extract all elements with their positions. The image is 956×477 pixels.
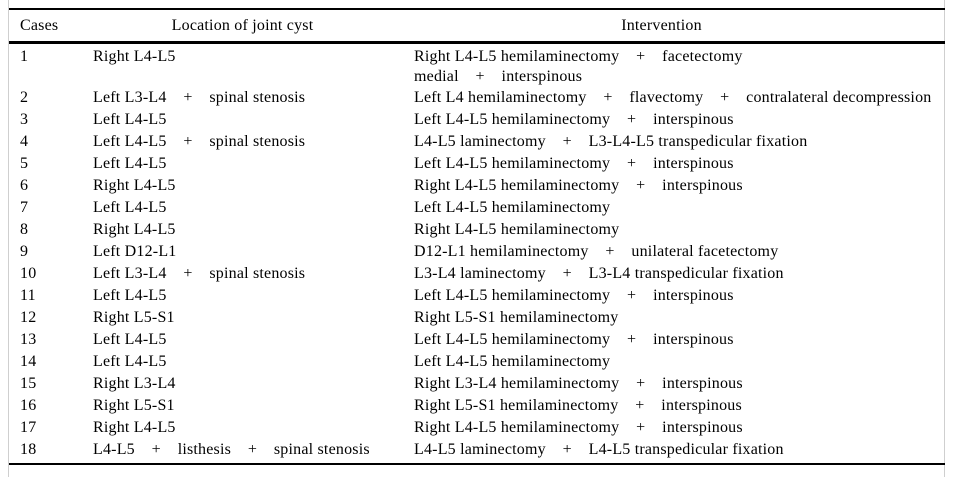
case-number-cell: 5 [20,155,29,172]
column-header-intervention-cell: Intervention [414,9,945,44]
table-row: 9 Left D12-L1 D12-L1 hemilaminectomy + u… [9,241,945,263]
case-number-cell: 15 [20,375,37,392]
table-row: 1 Right L4-L5 Right L4-L5 hemilaminectom… [9,43,945,88]
intervention-cell: Left L4-L5 hemilaminectomy [414,199,611,216]
table-row: 12 Right L5-S1 Right L5-S1 hemilaminecto… [9,307,945,329]
table-row: 18 L4-L5 + listhesis + spinal stenosis L… [9,439,945,464]
intervention-cell: Right L5-S1 hemilaminectomy [414,309,619,326]
intervention-cell: Left L4-L5 hemilaminectomy + interspinou… [414,111,734,128]
intervention-cell: D12-L1 hemilaminectomy + unilateral face… [414,243,779,260]
intervention-cell: Right L4-L5 hemilaminectomy [414,221,620,238]
case-number-cell: 7 [20,199,29,216]
table-row: 3 Left L4-L5 Left L4-L5 hemilaminectomy … [9,109,945,131]
location-cell: Right L4-L5 [93,419,176,436]
location-cell: Right L4-L5 [93,48,176,65]
location-cell: Left L4-L5 [93,331,167,348]
header-row: Cases Location of joint cyst Interventio… [9,9,945,44]
table-row: 5 Left L4-L5 Left L4-L5 hemilaminectomy … [9,153,945,175]
cases-table: Cases Location of joint cyst Interventio… [9,8,945,465]
table-row: 13 Left L4-L5 Left L4-L5 hemilaminectomy… [9,329,945,351]
intervention-cell: L4-L5 laminectomy + L4-L5 transpedicular… [414,441,784,458]
case-number-cell: 8 [20,221,29,238]
column-header-location: Location of joint cyst [171,16,314,34]
location-cell: L4-L5 + listhesis + spinal stenosis [93,441,370,458]
location-cell: Left L4-L5 [93,353,167,370]
case-number-cell: 11 [20,287,36,304]
intervention-cell: Left L4 hemilaminectomy + flavectomy + c… [414,89,932,106]
table-row: 8 Right L4-L5 Right L4-L5 hemilaminectom… [9,219,945,241]
table-row: 7 Left L4-L5 Left L4-L5 hemilaminectomy [9,197,945,219]
intervention-cell: Left L4-L5 hemilaminectomy [414,353,611,370]
intervention-cell: Left L4-L5 hemilaminectomy + interspinou… [414,287,734,304]
location-cell: Left L4-L5 [93,111,167,128]
location-cell: Left L4-L5 [93,287,167,304]
case-number-cell: 13 [20,331,37,348]
case-number-cell: 10 [20,265,37,282]
table-row: 15 Right L3-L4 Right L3-L4 hemilaminecto… [9,373,945,395]
intervention-cell: Left L4-L5 hemilaminectomy + interspinou… [414,331,734,348]
left-page-edge-line [8,0,9,477]
table-body: 1 Right L4-L5 Right L4-L5 hemilaminectom… [9,43,945,465]
case-number-cell: 1 [20,48,29,65]
location-cell: Left L4-L5 + spinal stenosis [93,133,306,150]
case-number-cell: 2 [20,89,29,106]
table-row: 2 Left L3-L4 + spinal stenosis Left L4 h… [9,87,945,109]
intervention-cell: Right L4-L5 hemilaminectomy + interspino… [414,419,743,436]
right-page-edge-line [944,0,945,477]
case-number-cell: 9 [20,243,29,260]
intervention-cell: Right L4-L5 hemilaminectomy + interspino… [414,177,743,194]
case-number-cell: 16 [20,397,37,414]
intervention-cell: L3-L4 laminectomy + L3-L4 transpedicular… [414,265,784,282]
case-number-cell: 6 [20,177,29,194]
column-header-location-cell: Location of joint cyst [93,9,414,44]
location-cell: Right L4-L5 [93,221,176,238]
table-row: 6 Right L4-L5 Right L4-L5 hemilaminectom… [9,175,945,197]
location-cell: Left D12-L1 [93,243,177,260]
case-number-cell: 17 [20,419,37,436]
intervention-cell: L4-L5 laminectomy + L3-L4-L5 transpedicu… [414,133,808,150]
table-header: Cases Location of joint cyst Interventio… [9,9,945,44]
location-cell: Right L5-S1 [93,309,175,326]
intervention-cell: Right L3-L4 hemilaminectomy + interspino… [414,375,743,392]
intervention-cell: Right L5-S1 hemilaminectomy + interspino… [414,397,742,414]
location-cell: Left L3-L4 + spinal stenosis [93,89,306,106]
location-cell: Left L3-L4 + spinal stenosis [93,265,306,282]
location-cell: Left L4-L5 [93,155,167,172]
intervention-cell: Right L4-L5 hemilaminectomy + facetectom… [414,48,743,85]
location-cell: Right L5-S1 [93,397,175,414]
intervention-cell: Left L4-L5 hemilaminectomy + interspinou… [414,155,734,172]
location-cell: Right L4-L5 [93,177,176,194]
table-row: 11 Left L4-L5 Left L4-L5 hemilaminectomy… [9,285,945,307]
table-row: 10 Left L3-L4 + spinal stenosis L3-L4 la… [9,263,945,285]
table-row: 14 Left L4-L5 Left L4-L5 hemilaminectomy [9,351,945,373]
case-number-cell: 12 [20,309,37,326]
location-cell: Left L4-L5 [93,199,167,216]
case-number-cell: 3 [20,111,29,128]
table-row: 16 Right L5-S1 Right L5-S1 hemilaminecto… [9,395,945,417]
table-row: 17 Right L4-L5 Right L4-L5 hemilaminecto… [9,417,945,439]
column-header-intervention: Intervention [621,16,702,34]
case-number-cell: 14 [20,353,37,370]
table-row: 4 Left L4-L5 + spinal stenosis L4-L5 lam… [9,131,945,153]
column-header-cases: Cases [9,9,93,44]
case-number-cell: 18 [20,441,37,458]
case-number-cell: 4 [20,133,29,150]
location-cell: Right L3-L4 [93,375,176,392]
